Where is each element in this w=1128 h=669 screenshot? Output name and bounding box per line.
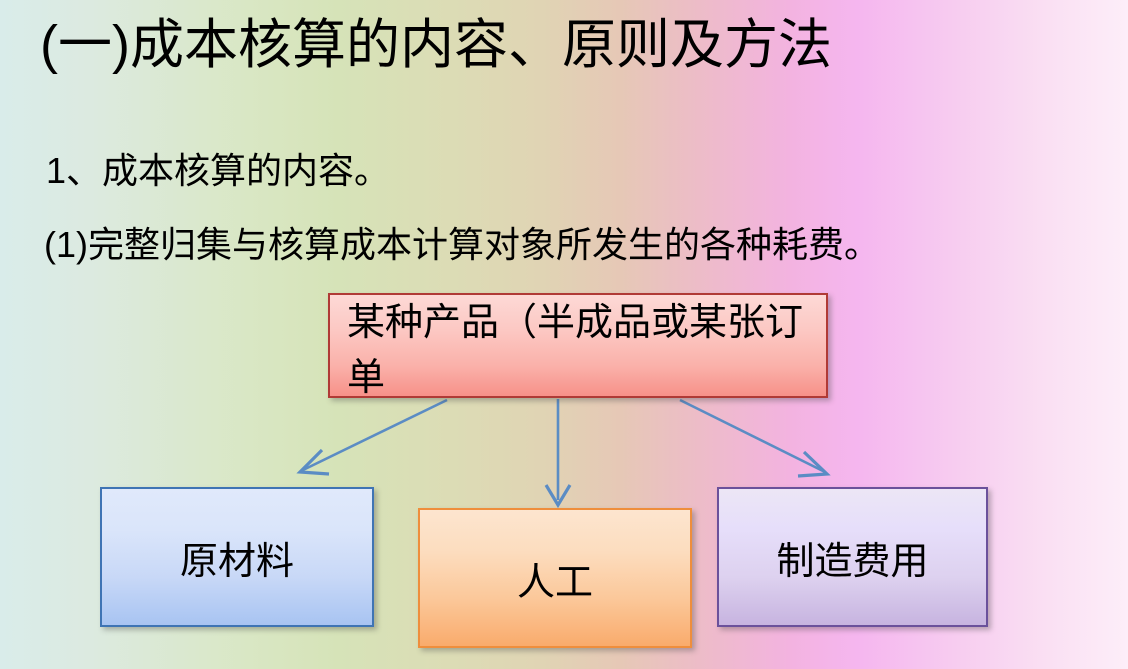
diagram-box-raw-materials: 原材料: [100, 487, 374, 627]
body-text-line-1: 1、成本核算的内容。: [46, 150, 391, 191]
diagram-box-labor-label: 人工: [516, 561, 593, 604]
diagram-box-overhead: 制造费用: [717, 487, 988, 627]
page-title: (一)成本核算的内容、原则及方法: [40, 15, 832, 75]
diagram-box-overhead-label: 制造费用: [776, 540, 929, 583]
body-text-line-2: (1)完整归集与核算成本计算对象所发生的各种耗费。: [44, 224, 880, 265]
diagram-box-raw-materials-label: 原材料: [179, 540, 294, 583]
arrow-to-labor-icon: [544, 399, 572, 509]
arrow-to-raw-materials-icon: [296, 398, 448, 476]
diagram-box-product-label: 某种产品（半成品或某张订单: [347, 301, 804, 399]
diagram-box-product: 某种产品（半成品或某张订单: [328, 293, 828, 399]
diagram-box-labor: 人工: [418, 508, 692, 648]
arrow-to-overhead-icon: [679, 398, 831, 478]
